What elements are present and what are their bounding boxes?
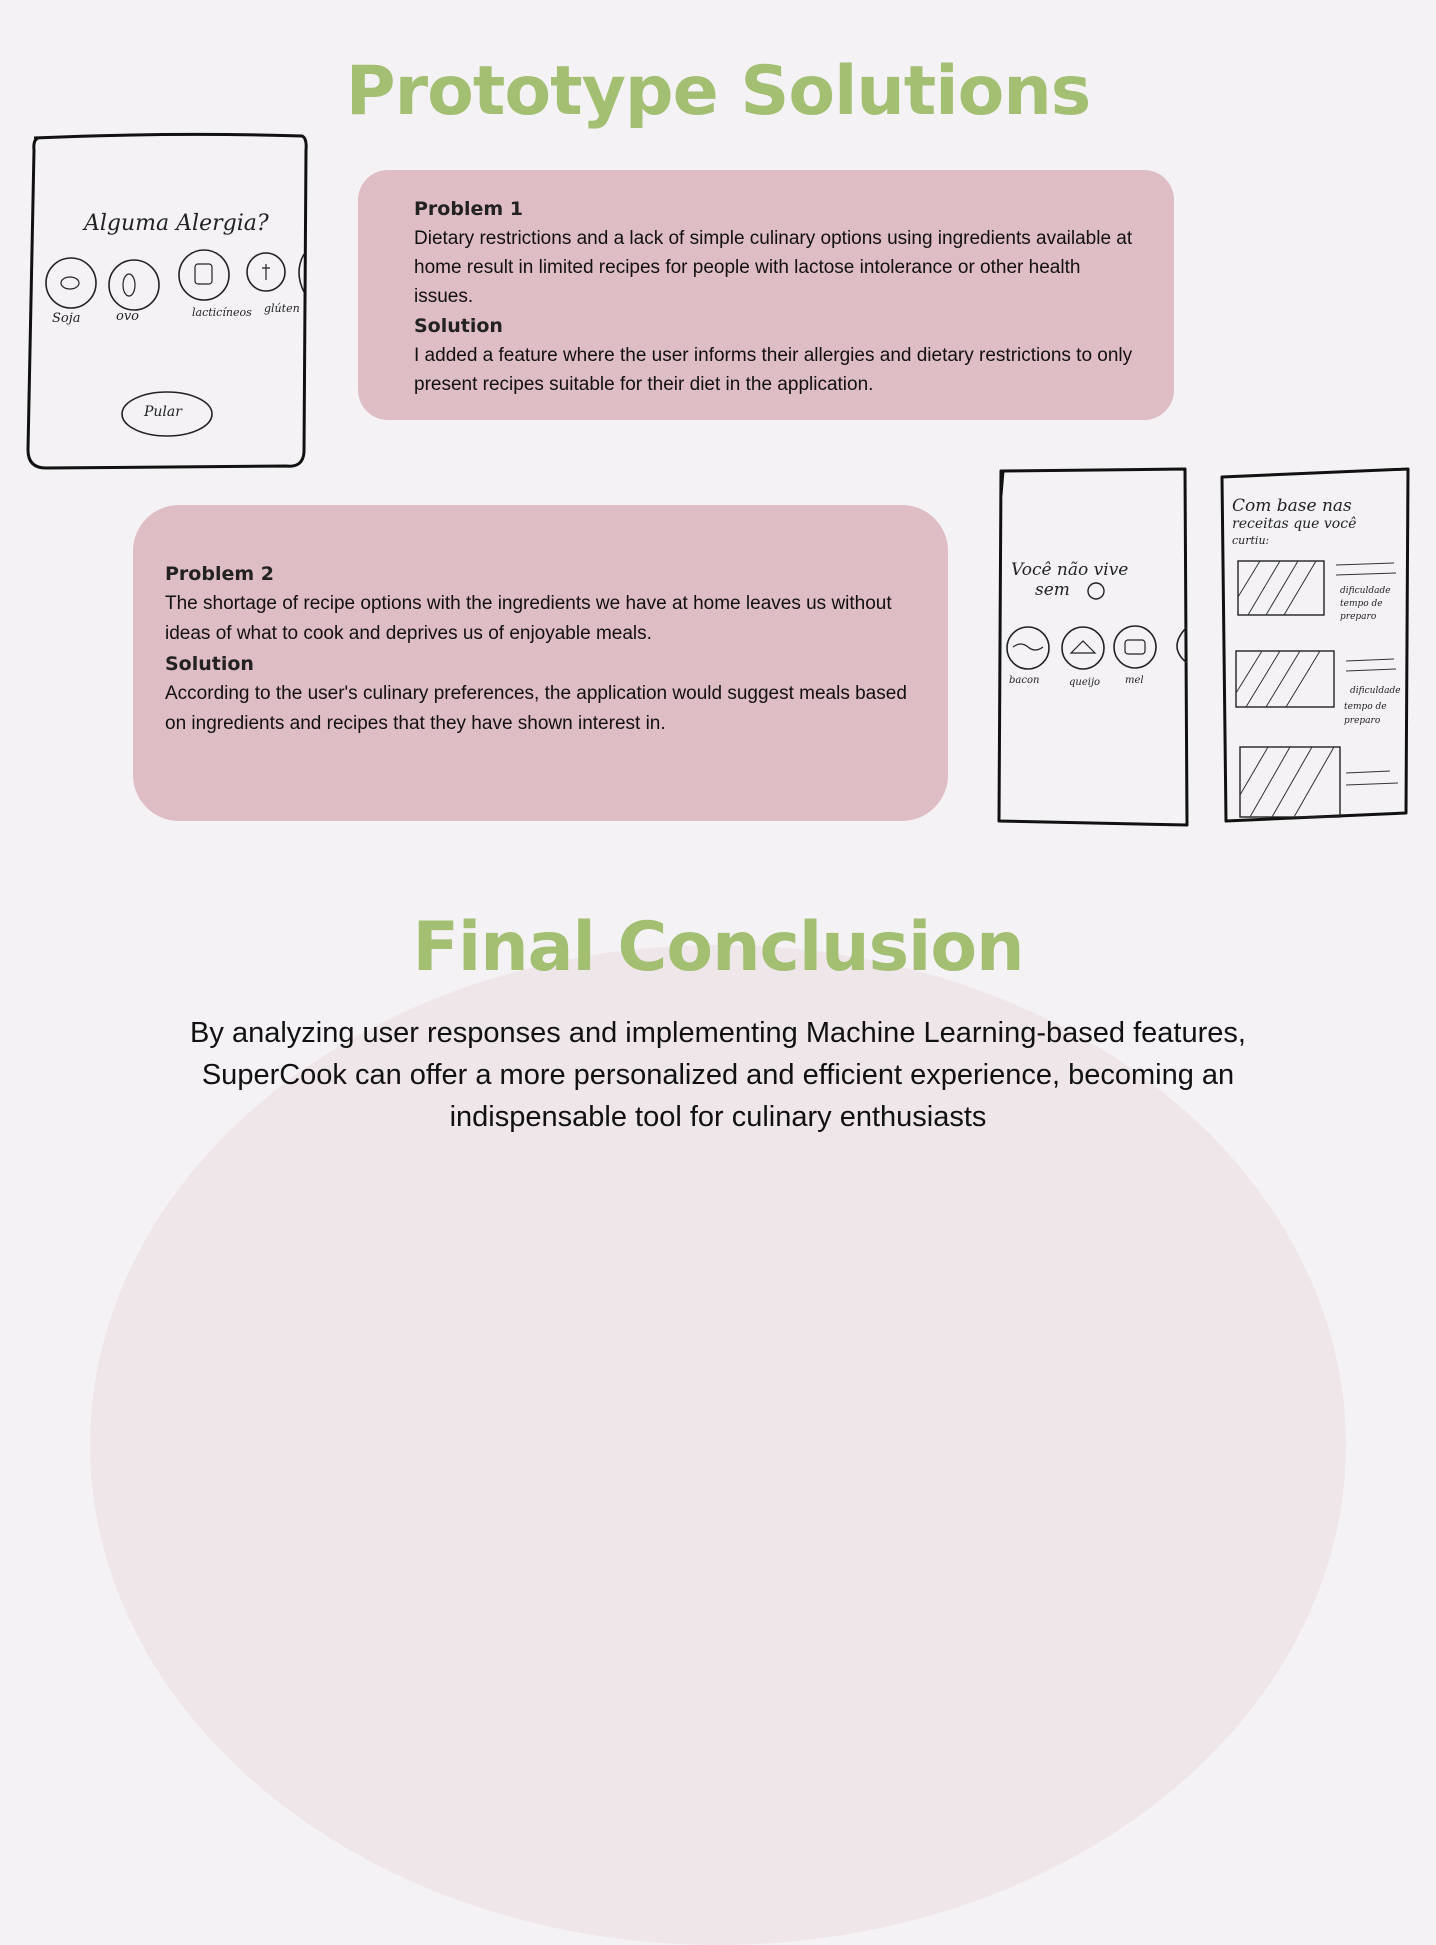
solution-2-text: According to the user's culinary prefere…: [165, 683, 907, 734]
section-title-prototype: Prototype Solutions: [345, 52, 1091, 131]
sketch-rec-meta-5: tempo de: [1344, 702, 1387, 712]
sketch-pref-mel: mel: [1125, 675, 1144, 686]
problem-2-text: The shortage of recipe options with the …: [165, 593, 892, 644]
sketch-rec-meta-4: dificuldade: [1350, 686, 1401, 696]
problem-card-2: Problem 2 The shortage of recipe options…: [133, 505, 948, 821]
sketch-rec-meta-2: tempo de: [1340, 599, 1383, 609]
problem-1-text: Dietary restrictions and a lack of simpl…: [414, 228, 1133, 307]
sketch-allergy-question: Alguma Alergia?: [82, 211, 269, 236]
sketch-pref-line2: sem: [1035, 580, 1070, 600]
sketch-skip-button-label: Pular: [143, 404, 183, 420]
sketch-rec-meta-6: preparo: [1344, 716, 1381, 726]
sketch-rec-header-line2: receitas que você: [1232, 516, 1356, 532]
sketch-rec-meta-1: dificuldade: [1340, 586, 1391, 596]
sketch-pref-bacon: bacon: [1009, 675, 1039, 686]
sketch-option-gluten: glúten: [264, 302, 300, 315]
solution-1-text: I added a feature where the user informs…: [414, 345, 1133, 395]
solution-1-heading: Solution: [414, 315, 503, 337]
conclusion-text: By analyzing user responses and implemen…: [190, 1017, 1246, 1133]
wireframe-sketch-allergies: Alguma Alergia? Soja ovo lacticíneos glú…: [26, 132, 308, 470]
solution-2-heading: Solution: [165, 653, 254, 675]
problem-1-heading: Problem 1: [414, 198, 523, 220]
sketch-pref-queijo: queijo: [1069, 677, 1100, 688]
sketch-option-ovo: ovo: [116, 309, 139, 324]
sketch-rec-header-line1: Com base nas: [1232, 496, 1352, 516]
wireframe-sketch-preferences: Você não vive sem bacon queijo mel: [997, 467, 1189, 827]
wireframe-sketch-recommendations: Com base nas receitas que você curtiu: d…: [1220, 467, 1410, 823]
sketch-rec-meta-3: preparo: [1340, 612, 1377, 622]
sketch-rec-header-line3: curtiu:: [1232, 534, 1269, 547]
sketch-option-lacticineos: lacticíneos: [192, 306, 252, 319]
section-title-conclusion: Final Conclusion: [412, 908, 1024, 987]
problem-2-heading: Problem 2: [165, 563, 274, 585]
problem-card-1: Problem 1 Dietary restrictions and a lac…: [358, 170, 1174, 420]
sketch-pref-line1: Você não vive: [1011, 560, 1128, 580]
sketch-option-soja: Soja: [52, 311, 81, 326]
